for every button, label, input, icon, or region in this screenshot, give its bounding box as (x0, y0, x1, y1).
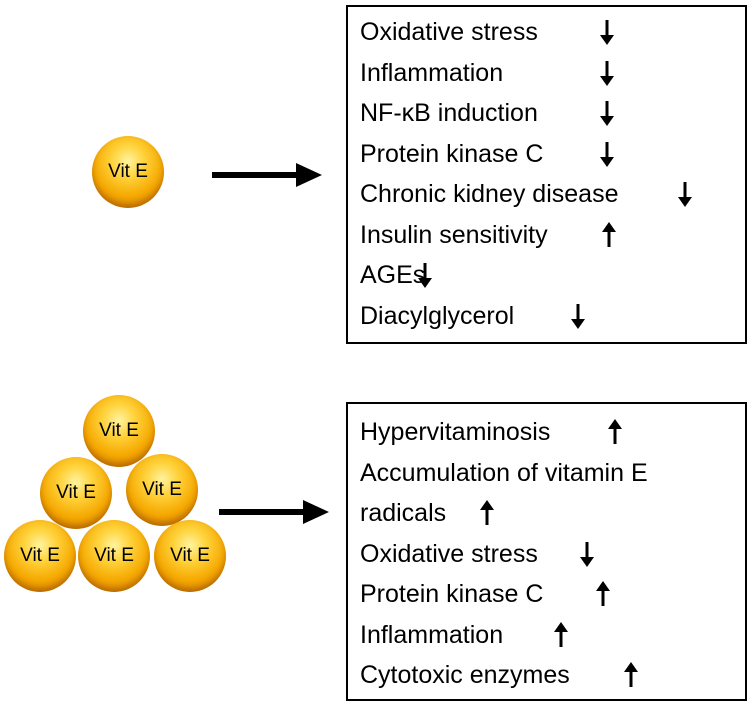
effect-label: Insulin sensitivity (360, 220, 548, 249)
effect-label: Inflammation (360, 620, 504, 649)
effect-label: Accumulation of vitamin E (360, 458, 648, 487)
vitamin-e-ball-pyramid-bottom-right: Vit E (154, 520, 226, 592)
arrow-up-icon (596, 581, 610, 611)
effect-label: Protein kinase C (360, 139, 544, 168)
arrow-down-icon (600, 141, 614, 171)
vitamin-e-ball-pyramid-bottom-middle: Vit E (78, 520, 150, 592)
effect-label: Protein kinase C (360, 580, 544, 608)
effect-label: Cytotoxic enzymes (360, 661, 570, 689)
effect-label: Oxidative stress (360, 539, 538, 568)
arrow-down-icon (600, 19, 614, 49)
arrow-down-icon (678, 181, 692, 211)
vitamin-e-ball-single: Vit E (92, 136, 164, 208)
arrow-down-icon (580, 541, 594, 571)
arrow-down-icon (600, 100, 614, 130)
vitamin-e-ball-pyramid-mid-right: Vit E (126, 454, 198, 526)
effect-label: Oxidative stress (360, 18, 538, 46)
effect-label: NF-κB induction (360, 99, 538, 127)
arrow-down-icon (418, 262, 432, 292)
vitamin-e-ball-pyramid-bottom-left: Vit E (4, 520, 76, 592)
effect-label: radicals (360, 499, 447, 527)
top-right-arrow-icon (212, 163, 322, 187)
arrow-up-icon (608, 419, 622, 449)
ball-label: Vit E (108, 161, 148, 182)
effect-label: Diacylglycerol (360, 301, 515, 330)
effect-label: Chronic kidney disease (360, 180, 619, 208)
arrow-up-icon (602, 221, 616, 252)
vitamin-e-ball-pyramid-top: Vit E (83, 395, 155, 467)
arrow-up-icon (480, 500, 494, 530)
arrow-up-icon (624, 662, 638, 692)
effect-label: Inflammation (360, 58, 504, 87)
arrow-down-icon (571, 303, 585, 333)
effect-label: AGEs (360, 261, 426, 289)
bottom-right-arrow-icon (219, 500, 329, 524)
vitamin-e-ball-pyramid-mid-left: Vit E (40, 457, 112, 529)
effect-label: Hypervitaminosis (360, 418, 551, 446)
arrow-down-icon (600, 60, 614, 90)
arrow-up-icon (554, 621, 568, 652)
